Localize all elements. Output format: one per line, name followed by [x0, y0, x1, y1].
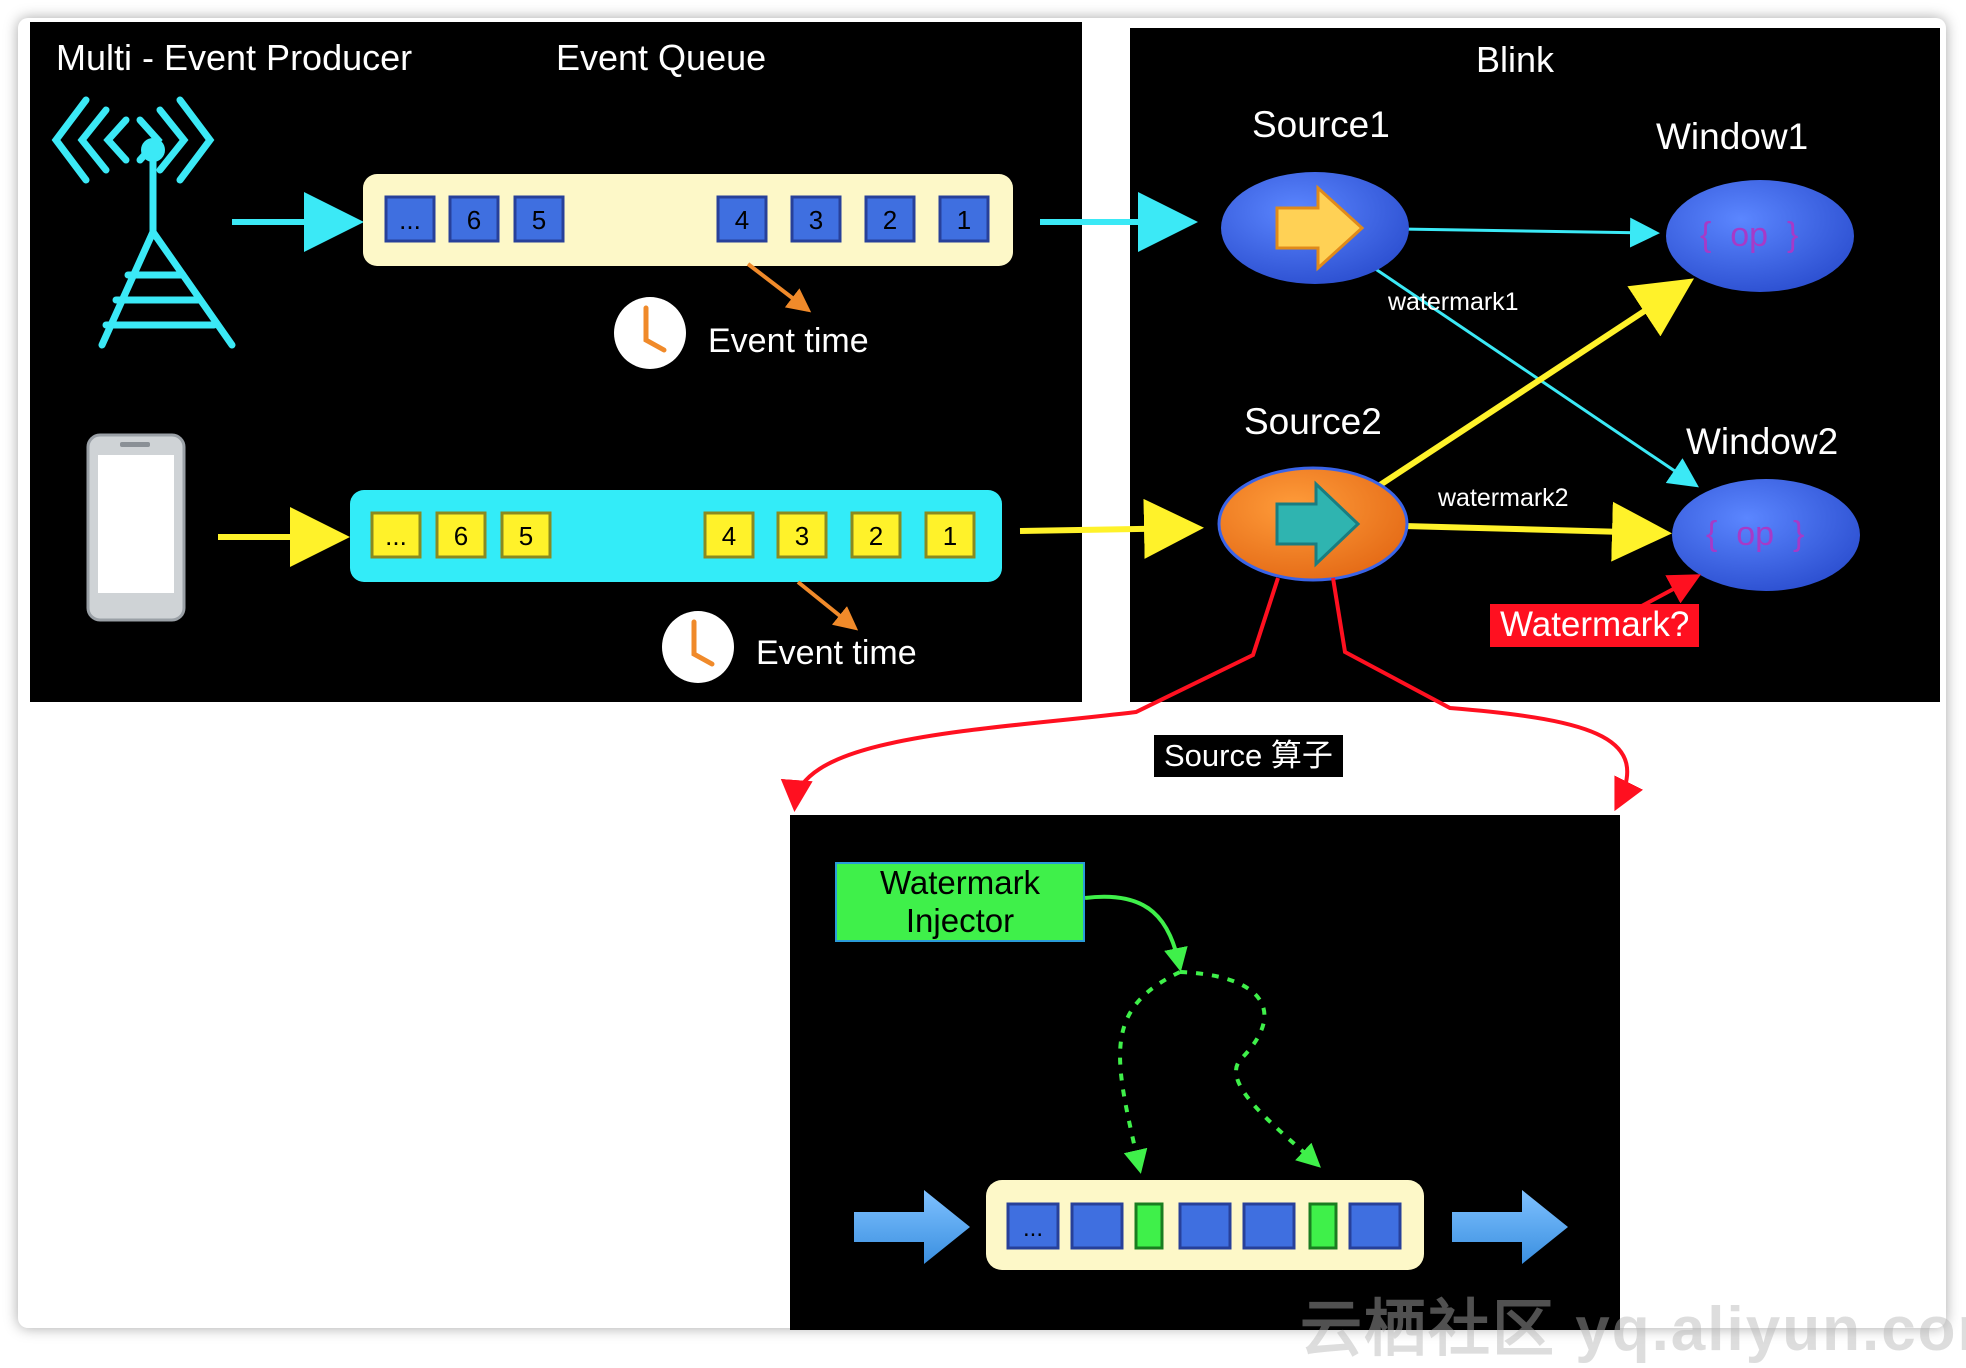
queue1-cell-label: 5 — [532, 205, 546, 235]
queue1-cell — [448, 195, 500, 243]
watermark1-label: watermark1 — [1388, 288, 1519, 316]
queue2-cell — [850, 511, 902, 559]
queue1-cell-label: 1 — [957, 205, 971, 235]
source2-node — [1217, 466, 1409, 582]
smartphone-icon — [86, 433, 186, 622]
watermark-injector: Watermark Injector — [835, 862, 1085, 942]
clock-icon — [662, 611, 734, 683]
queue1-cell-label: ... — [399, 205, 421, 235]
injected-queue-cell — [1070, 1202, 1124, 1250]
clock-icon — [614, 297, 686, 369]
queue1-cell — [938, 195, 990, 243]
watermark-question-badge: Watermark? — [1490, 604, 1700, 647]
edge-source2-window1 — [1378, 278, 1695, 488]
queue1-cell — [864, 195, 916, 243]
watermark-question-pointer — [1637, 574, 1702, 610]
window2-node — [1672, 479, 1860, 591]
event-time-label: Event time — [708, 322, 869, 360]
queue2-cell-label: 5 — [519, 521, 533, 551]
queue2-cell — [924, 511, 976, 559]
window2-op: { op } — [1706, 515, 1805, 553]
edge-source1-window1 — [1399, 217, 1660, 248]
watermark2-label: watermark2 — [1438, 484, 1569, 512]
queue1-cell — [790, 195, 842, 243]
queue1-cell — [513, 195, 565, 243]
edge-source1-window2 — [1373, 266, 1699, 488]
window1-label: Window1 — [1656, 116, 1809, 157]
watermark-marker-cell — [1134, 1202, 1164, 1250]
queue2-cell-label: 6 — [454, 521, 468, 551]
injector-dotted-arrow-left — [1118, 970, 1181, 1174]
queue1-cell — [384, 195, 436, 243]
site-watermark: 云栖社区 yq.aliyun.com — [1300, 1295, 1966, 1364]
source1-node — [1221, 172, 1409, 284]
queue2-cell — [500, 511, 552, 559]
injected-queue-cell — [1242, 1202, 1296, 1250]
queue1-cell-label: 2 — [883, 205, 897, 235]
queue2-cell-label: ... — [385, 521, 407, 551]
queue2-cell-label: 2 — [869, 521, 883, 551]
queue2-cell — [703, 511, 755, 559]
arrow-queue2-to-source2 — [1019, 498, 1204, 559]
queue2-cell — [776, 511, 828, 559]
edge-source2-window2 — [1403, 501, 1672, 562]
event-time-label: Event time — [756, 634, 917, 672]
source1-label: Source1 — [1252, 104, 1390, 145]
event-time-pointer-2 — [796, 580, 859, 631]
queue2-cell — [435, 511, 487, 559]
injected-queue-cell — [1348, 1202, 1402, 1250]
blink-panel — [1130, 28, 1940, 702]
producer-panel — [30, 22, 1082, 702]
event-time-pointer-1 — [746, 262, 812, 313]
queue-title: Event Queue — [556, 37, 767, 78]
queue1-cell-label: 6 — [467, 205, 481, 235]
flow-out-arrow-icon — [1452, 1190, 1568, 1264]
injector-arrow — [1084, 894, 1188, 972]
queue1-cell-label: 4 — [735, 205, 749, 235]
blink-title: Blink — [1476, 39, 1555, 80]
injected-queue-cell — [1006, 1202, 1060, 1250]
flow-in-arrow-icon — [854, 1190, 970, 1264]
source-operator-label: Source 算子 — [1154, 735, 1343, 778]
queue2-cell-label: 1 — [943, 521, 957, 551]
curve-source2-to-operator-left — [780, 577, 1280, 812]
source2-label: Source2 — [1244, 401, 1382, 442]
queue2-cell-label: 4 — [722, 521, 736, 551]
injected-queue-cell — [1178, 1202, 1232, 1250]
queue1-cell-label: 3 — [809, 205, 823, 235]
window1-op: { op } — [1700, 216, 1799, 254]
producer-title: Multi - Event Producer — [56, 37, 413, 78]
window2-label: Window2 — [1686, 421, 1839, 462]
curve-source2-to-operator-right — [1331, 577, 1644, 812]
window1-node — [1666, 180, 1854, 292]
injected-queue-cell-label: ... — [1023, 1215, 1043, 1242]
antenna-tower-icon — [51, 96, 236, 349]
queue2-cell-label: 3 — [795, 521, 809, 551]
queue1-cell — [716, 195, 768, 243]
watermark-marker-cell — [1308, 1202, 1338, 1250]
queue2-cell — [370, 511, 422, 559]
